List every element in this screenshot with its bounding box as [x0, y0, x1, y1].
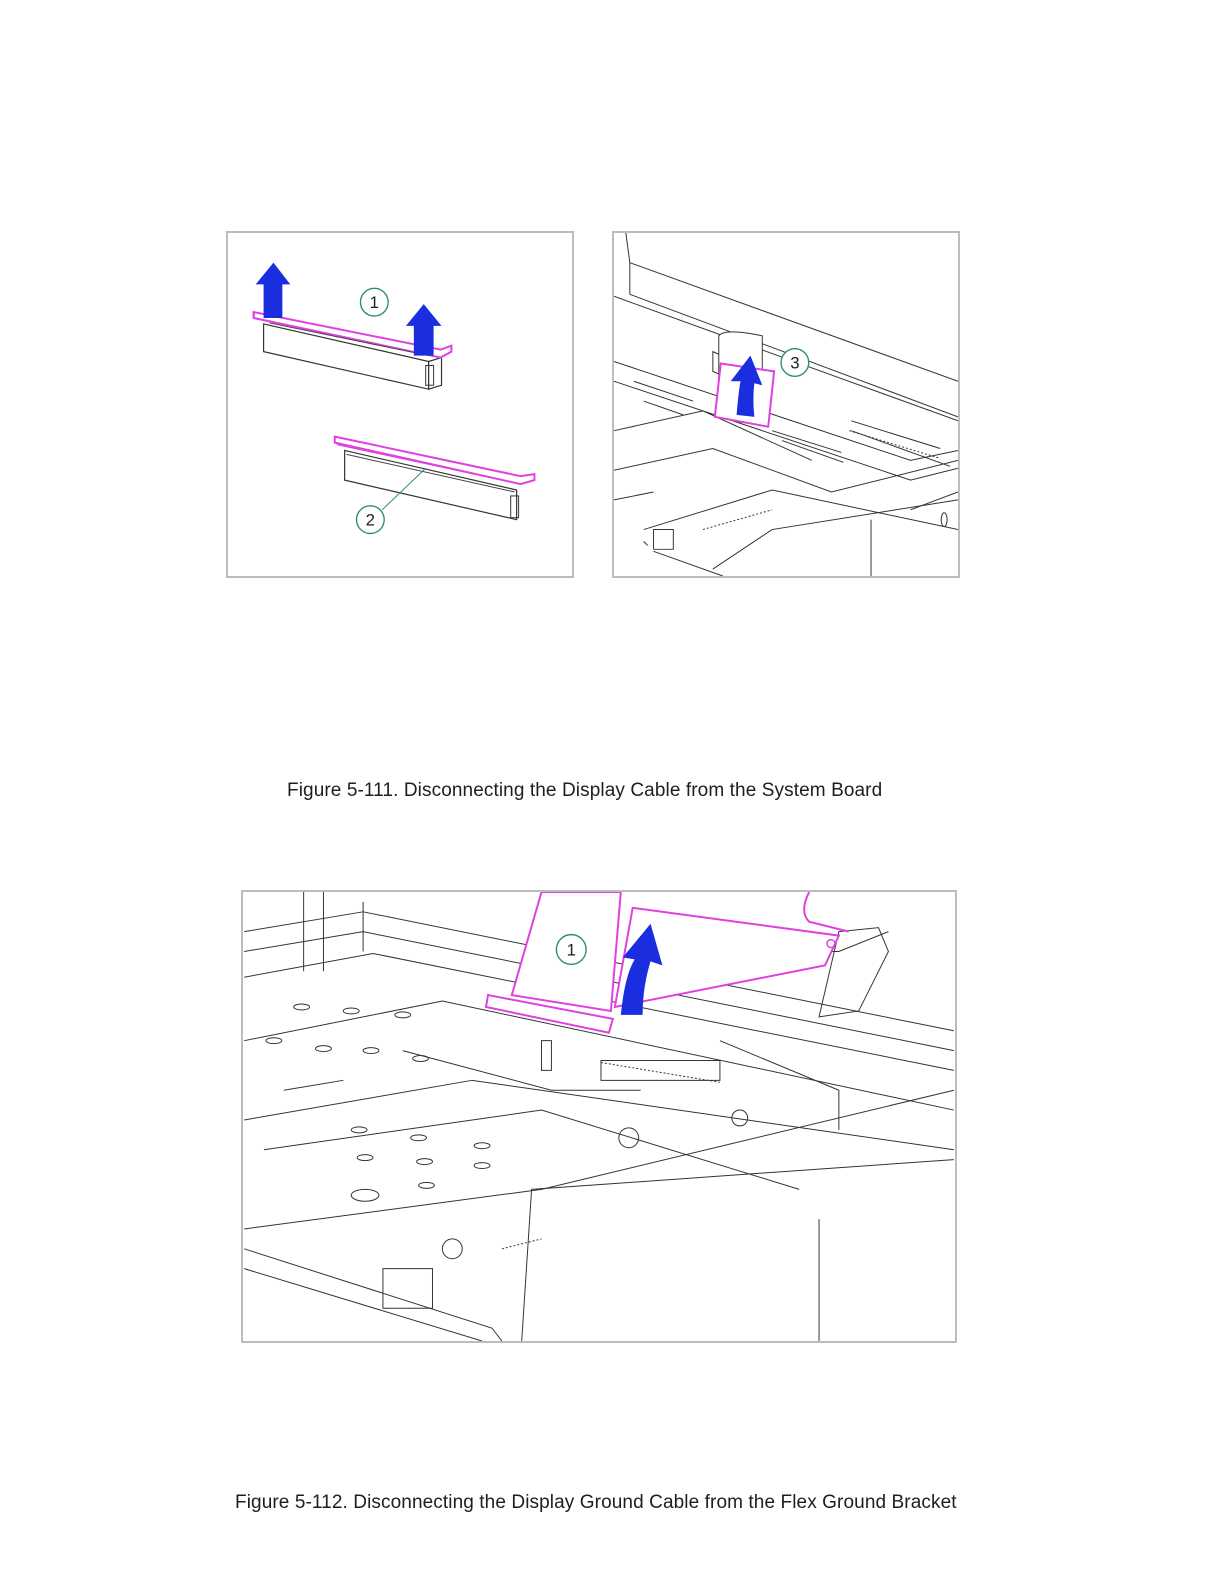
callout-1: 1: [360, 288, 388, 316]
figure-112-caption: Figure 5-112. Disconnecting the Display …: [235, 1492, 957, 1514]
lift-arrow-icon: [256, 263, 291, 318]
callout-1-label: 1: [370, 293, 379, 312]
callout-1: 1: [556, 935, 586, 965]
callout-1-label: 1: [567, 940, 576, 959]
figure-111-system-board-panel: 3: [612, 231, 960, 578]
display-ground-cable: [486, 892, 849, 1033]
system-board-illustration: 3: [614, 233, 958, 576]
figure-111-connector-panel: 1 2: [226, 231, 574, 578]
figure-112-panel: 1: [241, 890, 957, 1343]
callout-3-label: 3: [790, 353, 799, 372]
callout-2-label: 2: [366, 511, 375, 530]
callout-3: 3: [781, 349, 809, 377]
connector-latch-illustration: 1 2: [228, 233, 572, 576]
figure-111-caption: Figure 5-111. Disconnecting the Display …: [287, 780, 882, 802]
flex-ground-bracket-illustration: 1: [243, 892, 955, 1341]
